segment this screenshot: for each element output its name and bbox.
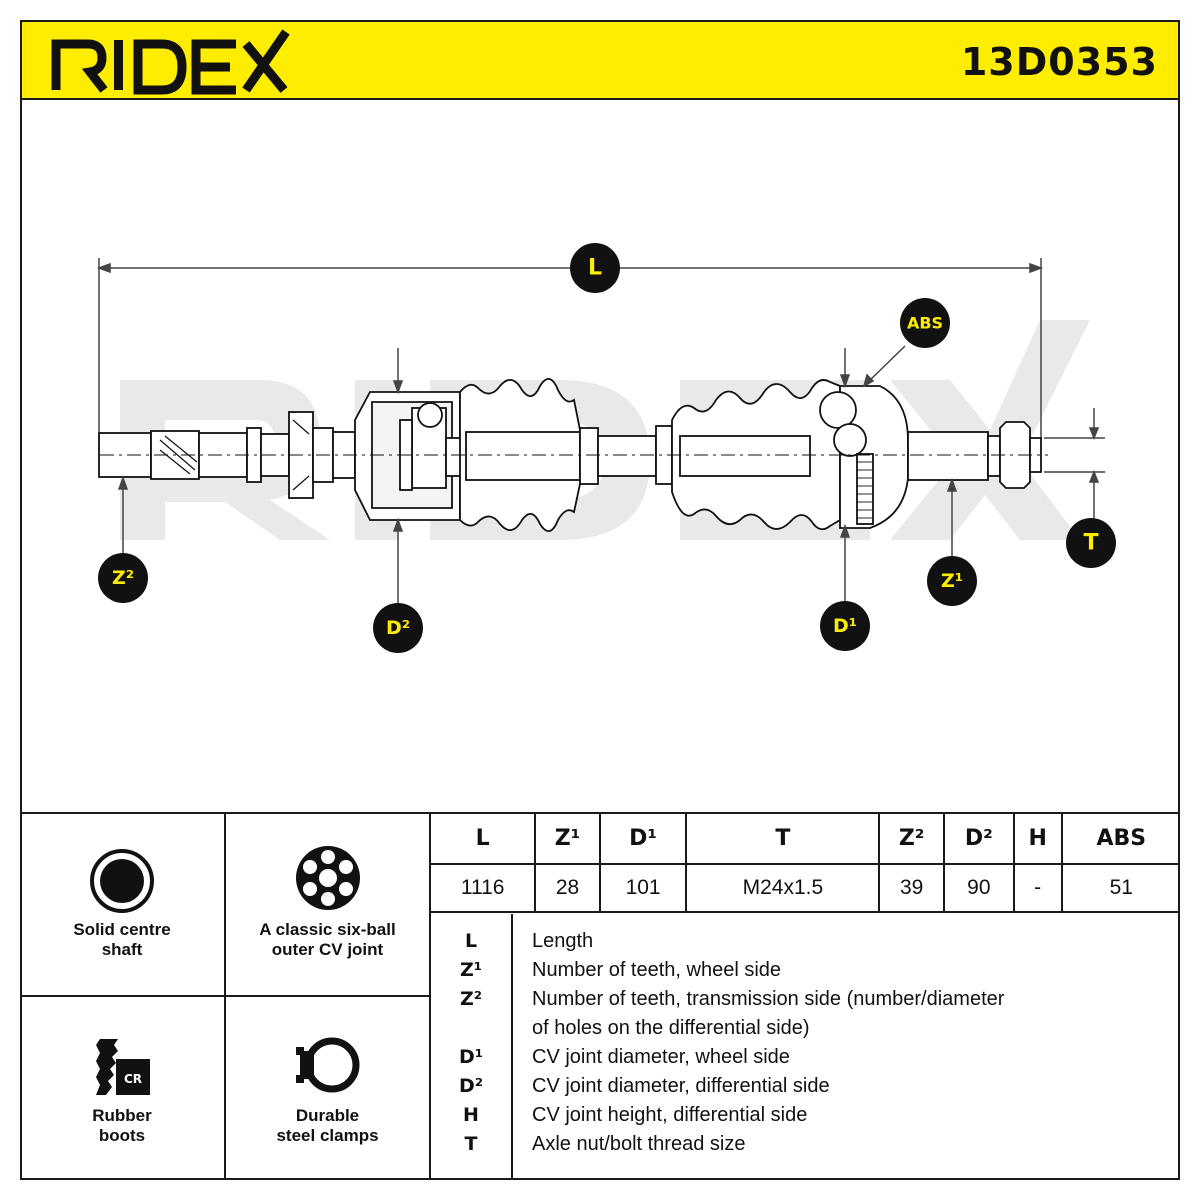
- leader-lines: [117, 345, 958, 605]
- feature-steel-clamps: Durable steel clamps: [226, 997, 431, 1180]
- feature-label-line2: steel clamps: [276, 1126, 379, 1145]
- feature-label-line2: outer CV joint: [271, 940, 384, 959]
- spec-header: ABS: [1061, 814, 1180, 865]
- spec-value: -: [1013, 864, 1063, 913]
- legend-key: D²: [458, 1075, 484, 1097]
- solid-shaft-icon: [20, 848, 224, 914]
- spec-header: T: [686, 814, 881, 865]
- legend-text: of holes on the differential side): [532, 1017, 810, 1039]
- legend-key: Z²: [459, 988, 483, 1010]
- steel-clamp-icon: [226, 1035, 429, 1095]
- feature-label-line2: boots: [98, 1126, 146, 1145]
- legend-row: H CV joint height, differential side: [431, 1101, 1180, 1130]
- legend-text: CV joint diameter, differential side: [532, 1075, 830, 1097]
- thread-dimension: [1044, 408, 1105, 522]
- spec-header: H: [1013, 814, 1063, 865]
- badge-ABS: ABS: [900, 298, 950, 348]
- spec-value: 90: [943, 864, 1015, 913]
- feature-solid-shaft: Solid centre shaft: [20, 814, 226, 997]
- legend-row: Z² Number of teeth, transmission side (n…: [431, 985, 1180, 1014]
- legend-row: T Axle nut/bolt thread size: [431, 1130, 1180, 1159]
- legend-row: L Length: [431, 927, 1180, 956]
- spec-value: 51: [1061, 864, 1180, 913]
- badge-L-label: L: [588, 256, 602, 281]
- legend-divider: [511, 914, 513, 1178]
- header-bar: 13D0353: [20, 20, 1180, 100]
- feature-grid: Solid centre shaft A classic six-ball ou…: [20, 814, 431, 1180]
- legend-row: of holes on the differential side): [431, 1014, 1180, 1043]
- badge-Z2: Z²: [98, 553, 148, 603]
- ridex-logo: [51, 29, 290, 95]
- drive-shaft: [98, 378, 1048, 532]
- spec-value: 28: [535, 864, 601, 913]
- spec-header: D²: [943, 814, 1015, 865]
- ridex-watermark: [120, 320, 1090, 540]
- spec-header: Z²: [879, 814, 945, 865]
- badge-L: L: [570, 243, 620, 293]
- feature-label-line1: Durable: [295, 1106, 360, 1125]
- feature-label-line1: Rubber: [92, 1106, 152, 1125]
- feature-label-line1: Solid centre: [73, 920, 171, 939]
- legend-key: Z¹: [459, 959, 483, 981]
- badge-D2-label: D²: [386, 617, 410, 639]
- feature-label-line1: A classic six-ball: [259, 920, 396, 939]
- feature-six-ball-joint: A classic six-ball outer CV joint: [226, 814, 431, 997]
- badge-T: T: [1066, 518, 1116, 568]
- cr-icon-text: CR: [124, 1072, 142, 1086]
- badge-Z1-label: Z¹: [941, 570, 963, 592]
- legend-row: D² CV joint diameter, differential side: [431, 1072, 1180, 1101]
- legend-row: Z¹ Number of teeth, wheel side: [431, 956, 1180, 985]
- legend-row: D¹ CV joint diameter, wheel side: [431, 1043, 1180, 1072]
- spec-header: L: [431, 814, 537, 865]
- legend: L Length Z¹ Number of teeth, wheel side …: [431, 914, 1180, 1180]
- badge-T-label: T: [1083, 531, 1098, 556]
- legend-key: D¹: [458, 1046, 484, 1068]
- badge-ABS-label: ABS: [907, 314, 943, 333]
- badge-D1: D¹: [820, 601, 870, 651]
- part-number: 13D0353: [960, 40, 1158, 84]
- rubber-boot-icon: CR: [20, 1035, 224, 1101]
- spec-table: L Z¹ D¹ T Z² D² H ABS 1116 28 101 M24x1.…: [431, 814, 1180, 914]
- spec-value: M24x1.5: [686, 864, 881, 913]
- legend-text: CV joint height, differential side: [532, 1104, 808, 1126]
- legend-text: Number of teeth, wheel side: [532, 959, 782, 981]
- legend-key: H: [463, 1104, 479, 1126]
- legend-text: Axle nut/bolt thread size: [532, 1133, 746, 1155]
- feature-label-line2: shaft: [101, 940, 143, 959]
- badge-Z2-label: Z²: [112, 567, 134, 589]
- badge-D1-label: D¹: [833, 615, 857, 637]
- drive-shaft-drawing: L ABS Z² D² D¹ Z¹ T: [96, 243, 1116, 653]
- legend-text: Length: [532, 930, 594, 952]
- legend-key: T: [464, 1133, 478, 1155]
- six-ball-joint-icon: [226, 844, 429, 912]
- legend-key: L: [464, 930, 478, 952]
- spec-value: 1116: [431, 864, 537, 913]
- badge-D2: D²: [373, 603, 423, 653]
- spec-value: 101: [599, 864, 688, 913]
- spec-header: Z¹: [535, 814, 601, 865]
- spec-header: D¹: [599, 814, 688, 865]
- legend-text: CV joint diameter, wheel side: [532, 1046, 790, 1068]
- badge-Z1: Z¹: [927, 556, 977, 606]
- spec-header-row: L Z¹ D¹ T Z² D² H ABS: [431, 814, 1180, 865]
- spec-value-row: 1116 28 101 M24x1.5 39 90 - 51: [431, 864, 1180, 913]
- legend-text: Number of teeth, transmission side (numb…: [532, 988, 1005, 1010]
- feature-rubber-boots: CR Rubber boots: [20, 997, 226, 1180]
- drive-shaft-diagram: L ABS Z² D² D¹ Z¹ T: [20, 100, 1180, 814]
- spec-value: 39: [879, 864, 945, 913]
